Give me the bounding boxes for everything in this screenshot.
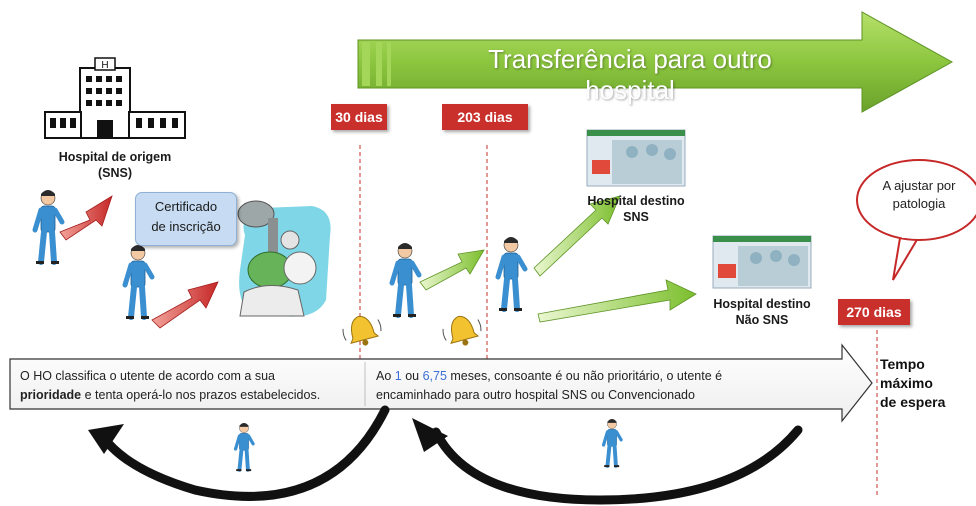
hospital-destino-nao-sns-image [712,235,812,289]
green-arrow-to-nao-sns [537,279,697,323]
operating-room-image [237,200,331,317]
timeline-text-right: Ao 1 ou 6,75 meses, consoante é ou não p… [376,369,723,402]
bell-icon-30 [339,311,385,351]
svg-text:H: H [101,60,108,71]
deadline-30-badge: 30 dias [331,104,387,130]
patient-figure-small-1 [233,421,256,474]
timeline-text-left: O HO classifica o utente de acordo com a… [20,369,321,402]
hospital-building-icon: H [44,57,186,139]
transfer-banner-arrow [357,11,954,113]
patient-figure-1 [35,190,62,264]
speech-bubble [856,159,976,281]
deadline-203-badge: 203 dias [442,104,528,130]
patient-figure-4 [498,237,525,311]
dest-nao-sns-label: Hospital destino Não SNS [713,297,811,327]
red-arrow-1 [59,195,113,241]
bubble-text: A ajustar por patologia [882,178,956,211]
green-arrow-to-sns [533,195,621,277]
timeline-bar [9,343,873,423]
curved-arrow-right [412,418,803,505]
patient-figure-2 [125,245,152,319]
bell-icon-203 [439,311,485,351]
dest-sns-label: Hospital destino SNS [587,194,685,224]
tempo-maximo-label: Tempo máximo de espera [880,356,946,410]
certificate-box: Certificado de inscrição [135,192,237,246]
green-arrow-1 [419,249,485,291]
patient-figure-small-2 [601,417,624,470]
origin-hospital-label: Hospital de origem (SNS) [58,150,172,180]
patient-figure-3 [392,243,419,317]
curved-arrow-left [88,405,390,501]
banner-title: Transferência para outro hospital [488,44,772,105]
red-arrow-2 [151,281,219,329]
hospital-destino-sns-image [586,129,686,187]
deadline-270-badge: 270 dias [838,299,910,325]
